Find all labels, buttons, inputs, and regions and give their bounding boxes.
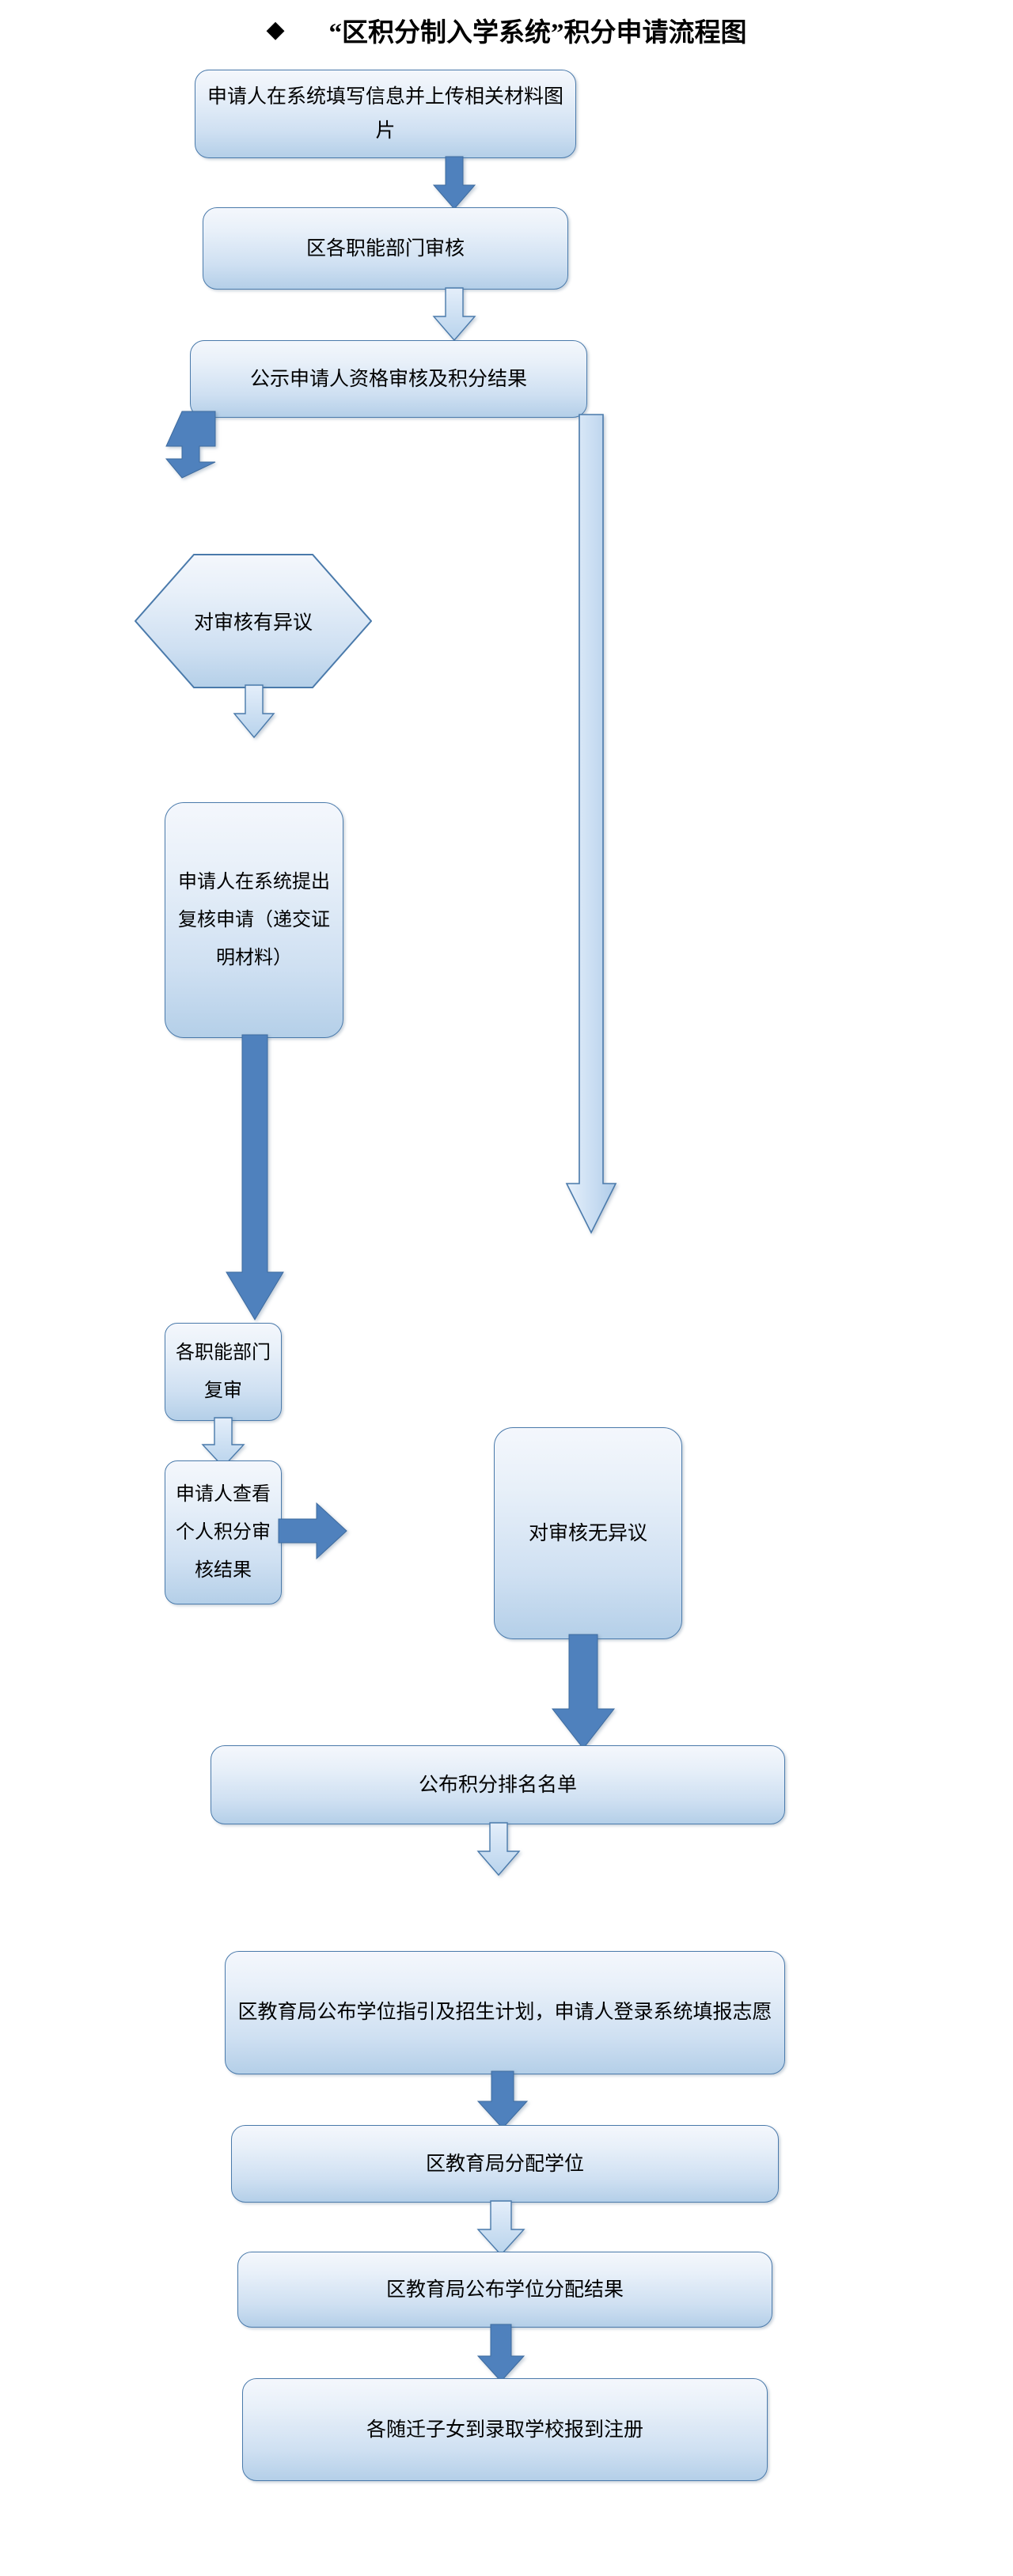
connector-n12-n13	[476, 2324, 525, 2382]
node-label: 区教育局分配学位	[425, 2153, 584, 2175]
node-publish-ranking[interactable]: 公布积分排名名单	[211, 1745, 785, 1824]
connector-n9-n10	[476, 1822, 521, 1877]
node-label: 各职能部门复审	[176, 1343, 271, 1401]
title-text: “区积分制入学系统”积分申请流程图	[328, 19, 747, 47]
connector-n8-n9	[551, 1634, 616, 1749]
node-label: 对审核有异议	[193, 612, 313, 634]
diamond-bullet-icon: ◆	[266, 17, 285, 43]
node-department-recheck[interactable]: 各职能部门复审	[165, 1323, 282, 1421]
connector-n4-n5	[233, 684, 275, 739]
node-label: 公布积分排名名单	[418, 1774, 577, 1796]
node-application-submit[interactable]: 申请人在系统填写信息并上传相关材料图片	[195, 70, 576, 158]
node-label: 对审核无异议	[528, 1522, 647, 1544]
node-label: 各随迁子女到录取学校报到注册	[366, 2419, 643, 2441]
connector-n7-n8	[278, 1502, 347, 1560]
connector-n5-n6	[226, 1034, 284, 1320]
node-no-objection[interactable]: 对审核无异议	[494, 1427, 682, 1639]
connector-n3-n8	[565, 414, 617, 1234]
connector-n3-n4	[128, 411, 216, 479]
node-view-personal-score[interactable]: 申请人查看个人积分审核结果	[165, 1460, 282, 1604]
connector-n6-n7	[201, 1417, 245, 1468]
node-label: 区教育局公布学位指引及招生计划，申请人登录系统填报志愿	[237, 2002, 772, 2023]
node-publicize-results[interactable]: 公示申请人资格审核及积分结果	[190, 340, 587, 418]
node-has-objection[interactable]: 对审核有异议	[135, 554, 372, 688]
connector-n2-n3	[432, 287, 476, 342]
node-label: 申请人在系统填写信息并上传相关材料图片	[207, 86, 563, 142]
node-register-at-school[interactable]: 各随迁子女到录取学校报到注册	[242, 2378, 768, 2481]
connector-n10-n11	[476, 2070, 529, 2129]
node-publish-allocation-result[interactable]: 区教育局公布学位分配结果	[237, 2252, 772, 2328]
node-label: 区教育局公布学位分配结果	[385, 2279, 624, 2301]
node-label: 公示申请人资格审核及积分结果	[249, 368, 527, 390]
chart-title: ◆ “区积分制入学系统”积分申请流程图	[0, 11, 1013, 49]
node-publish-plan-fill-volunteer[interactable]: 区教育局公布学位指引及招生计划，申请人登录系统填报志愿	[225, 1951, 785, 2074]
node-label: 申请人查看个人积分审核结果	[176, 1484, 271, 1581]
connector-n11-n12	[476, 2200, 525, 2256]
connector-n1-n2	[432, 156, 476, 210]
node-allocate-seats[interactable]: 区教育局分配学位	[231, 2125, 779, 2203]
node-request-recheck[interactable]: 申请人在系统提出复核申请（递交证明材料）	[165, 802, 343, 1038]
node-label: 区各职能部门审核	[305, 237, 465, 259]
node-label: 申请人在系统提出复核申请（递交证明材料）	[178, 872, 330, 968]
node-department-review[interactable]: 区各职能部门审核	[203, 207, 568, 290]
